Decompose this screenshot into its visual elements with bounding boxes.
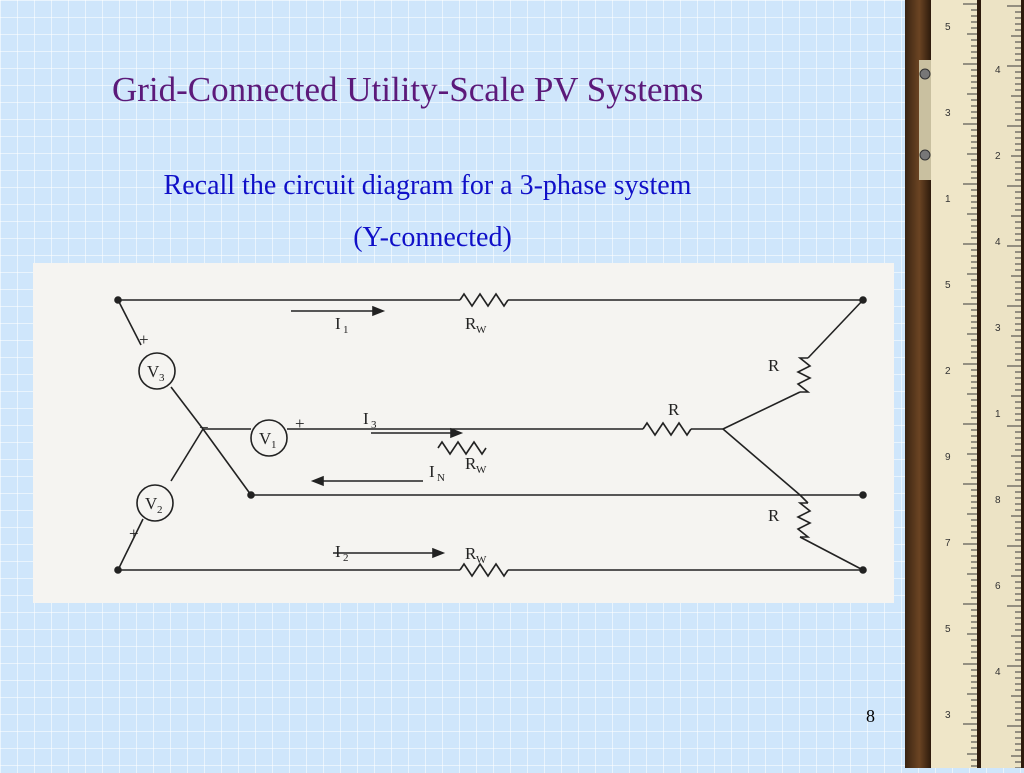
label-i3: I <box>363 409 369 428</box>
terminal-dot <box>114 296 122 304</box>
source-v1-circle <box>250 419 288 457</box>
source-v2-circle <box>136 484 174 522</box>
label-i1-sub: 1 <box>343 324 349 336</box>
label-rw-1: R <box>465 314 477 333</box>
terminal-dot <box>859 491 867 499</box>
label-i3-sub: 3 <box>371 419 377 431</box>
slide-title: Grid-Connected Utility-Scale PV Systems <box>112 70 704 109</box>
label-r-top: R <box>768 356 780 375</box>
circuit-svg: I 1 R W I 3 R W I N I 2 R W <box>114 292 867 578</box>
label-v2-sub: 2 <box>157 504 163 516</box>
wire-load-bottom <box>799 536 864 571</box>
terminal-dot <box>859 566 867 574</box>
ruler-number: 5 <box>945 624 951 635</box>
arrow-i2-head <box>432 547 446 559</box>
resistor-rw-1 <box>459 292 509 308</box>
ruler-number: 9 <box>945 452 951 463</box>
ruler-number: 7 <box>945 538 951 549</box>
ruler-number: 4 <box>995 667 1001 678</box>
label-rw-2: R <box>465 544 477 563</box>
slide-subtitle-line2: (Y-connected) <box>353 222 512 253</box>
label-v1: V <box>259 429 272 448</box>
resistor-rw-2 <box>459 562 509 578</box>
arrow-in-head <box>310 475 324 487</box>
slide: Grid-Connected Utility-Scale PV Systems … <box>33 70 894 726</box>
ruler-number: 2 <box>995 151 1001 162</box>
resistor-r-top <box>796 357 812 393</box>
wire-load-neutral <box>722 428 801 496</box>
label-i2: I <box>335 542 341 561</box>
label-r-bottom: R <box>768 506 780 525</box>
ruler-number: 5 <box>945 280 951 291</box>
label-v1-plus: + <box>295 414 305 433</box>
terminal-dot <box>114 566 122 574</box>
wire-v3-bottom <box>170 386 204 430</box>
ruler-number: 3 <box>945 108 951 119</box>
ruler-number: 3 <box>995 323 1001 334</box>
arrow-i3-head <box>450 427 464 439</box>
resistor-rw-3 <box>437 440 487 456</box>
label-v1-sub: 1 <box>271 439 277 451</box>
ruler-number: 1 <box>945 194 951 205</box>
wire-neutral-diag <box>202 428 252 496</box>
label-i1: I <box>335 314 341 333</box>
circuit-diagram: I 1 R W I 3 R W I N I 2 R W <box>33 263 894 603</box>
ruler-number: 1 <box>995 409 1001 420</box>
label-v3-sub: 3 <box>159 372 165 384</box>
ruler-number: 6 <box>995 581 1001 592</box>
wire-v2-bottom <box>117 518 144 571</box>
terminal-dot <box>247 491 255 499</box>
page-number: 8 <box>866 706 875 726</box>
ruler-number: 8 <box>995 495 1001 506</box>
wire-v2-top <box>170 428 204 482</box>
resistor-r-center <box>642 421 692 437</box>
arrow-i1-head <box>372 305 386 317</box>
wire-load-mid <box>722 391 801 430</box>
label-v1-minus: − <box>199 418 209 437</box>
resistor-r-bottom <box>796 502 812 538</box>
ruler-number: 4 <box>995 237 1001 248</box>
label-in-sub: N <box>437 472 445 484</box>
label-v2-plus: + <box>129 524 139 543</box>
source-v3-circle <box>138 352 176 390</box>
label-rw-3-sub: W <box>476 464 487 476</box>
ruler-number: 2 <box>945 366 951 377</box>
wire-v3-top <box>117 299 142 346</box>
label-v3: V <box>147 362 160 381</box>
label-rw-3: R <box>465 454 477 473</box>
label-rw-1-sub: W <box>476 324 487 336</box>
terminal-dot <box>859 296 867 304</box>
ruler-number: 3 <box>945 710 951 721</box>
slide-subtitle-line1: Recall the circuit diagram for a 3-phase… <box>163 170 692 201</box>
label-v2: V <box>145 494 158 513</box>
label-i2-sub: 2 <box>343 552 349 564</box>
wire-load-bot-a <box>799 494 809 504</box>
label-rw-2-sub: W <box>476 554 487 566</box>
label-r-center: R <box>668 400 680 419</box>
ruler-number: 5 <box>945 22 951 33</box>
ruler-decoration: 5 4 3 2 1 4 5 3 2 1 9 8 7 6 5 4 3 <box>905 0 1024 769</box>
ruler-number: 4 <box>995 65 1001 76</box>
label-in: I <box>429 462 435 481</box>
wire-load-top <box>807 299 864 359</box>
ruler-svg: 5 4 3 2 1 4 5 3 2 1 9 8 7 6 5 4 3 <box>905 0 1024 769</box>
label-v3-plus: + <box>139 330 149 349</box>
